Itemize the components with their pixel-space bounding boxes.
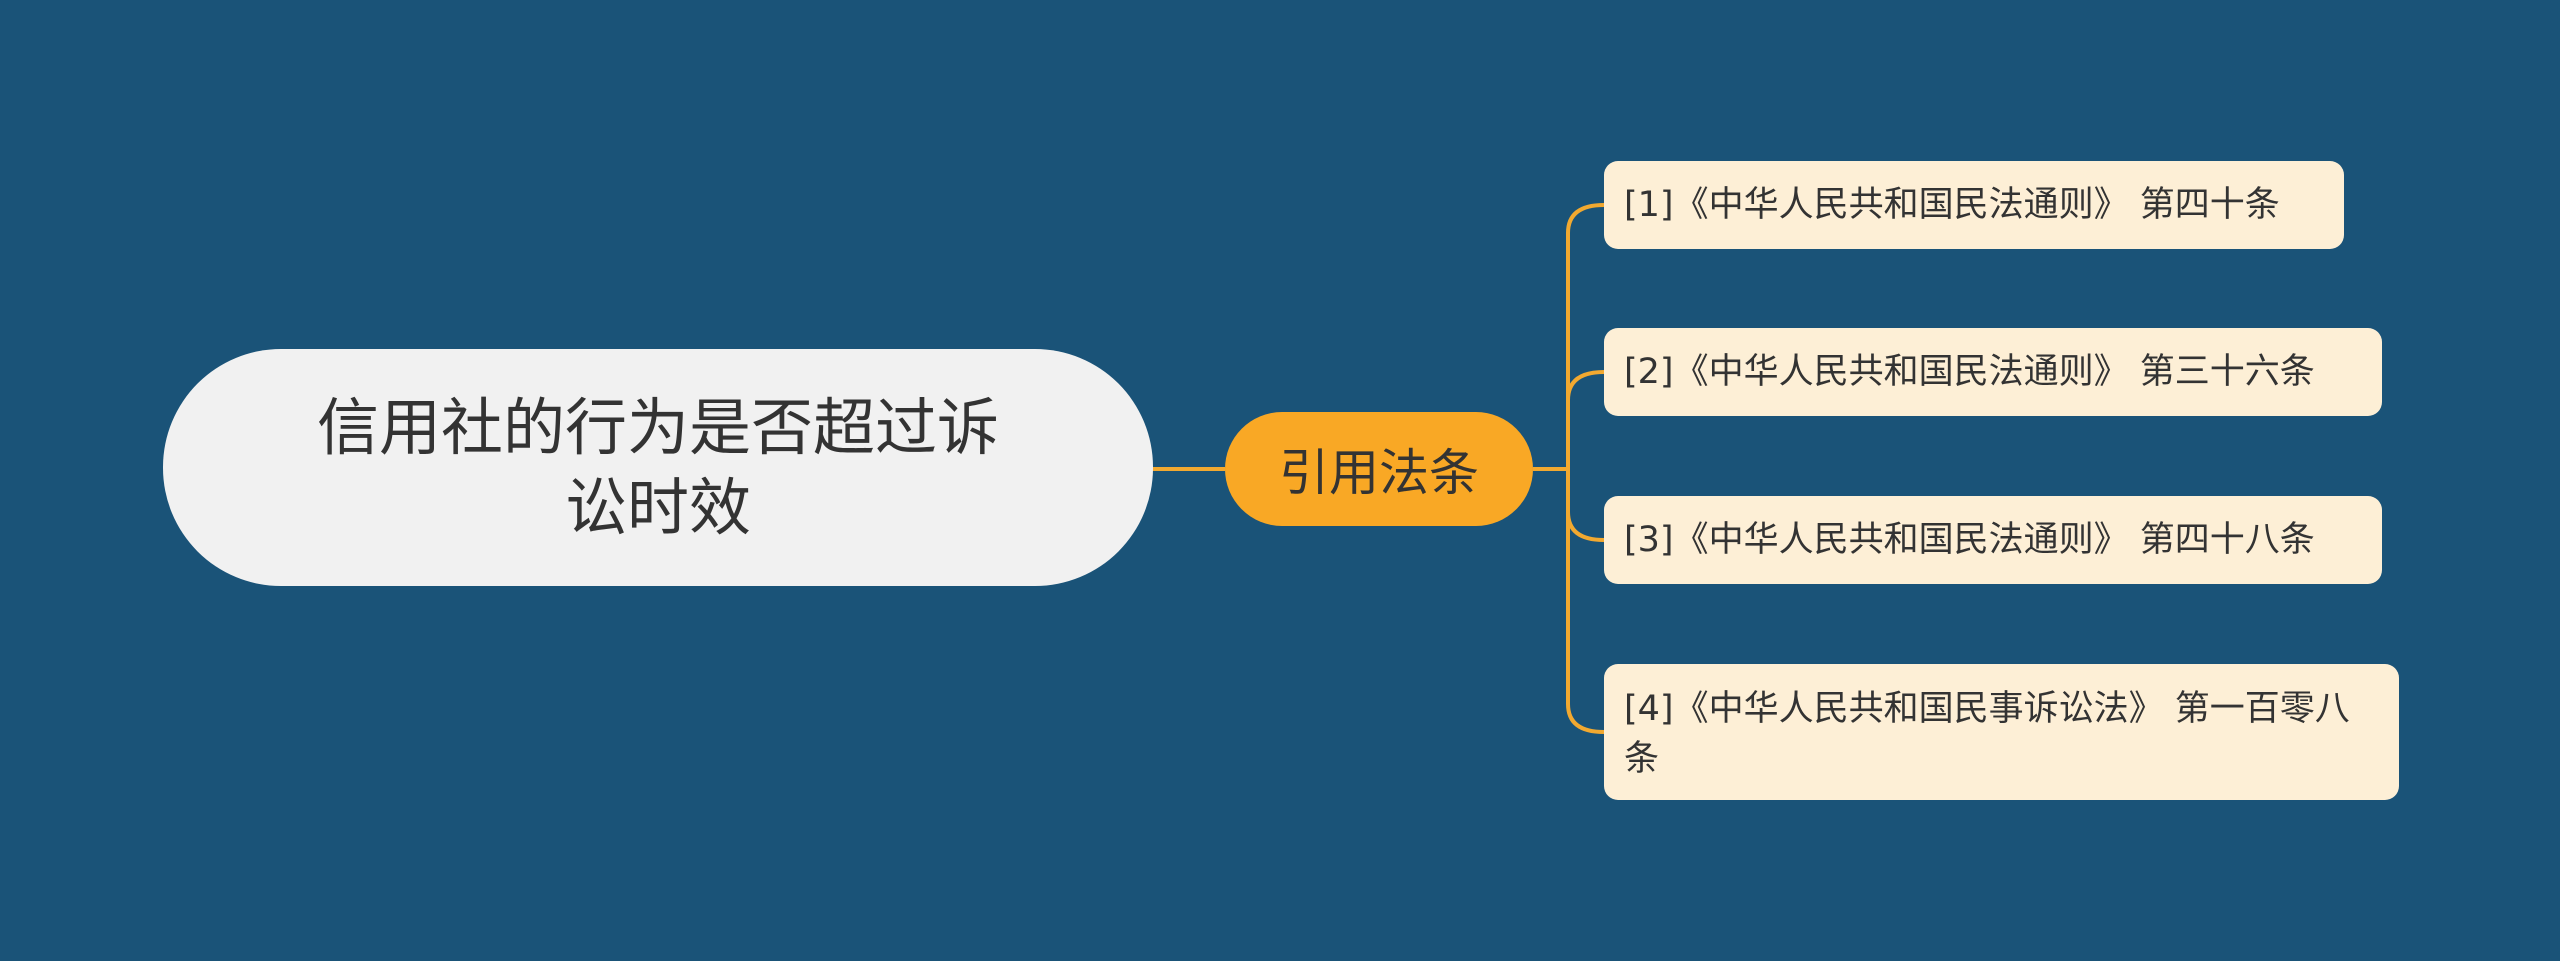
root-topic-label: 信用社的行为是否超过诉讼时效 [316,390,999,544]
leaf-topic-node[interactable]: [4]《中华人民共和国民事诉讼法》 第一百零八条 [1604,664,2399,800]
leaf-topic-label: [4]《中华人民共和国民事诉讼法》 第一百零八条 [1624,689,2350,779]
leaf-topic-node[interactable]: [3]《中华人民共和国民法通则》 第四十八条 [1604,496,2382,584]
connector-to-leaf-4 [1566,469,1605,734]
connector-to-leaf-3 [1566,469,1605,542]
root-topic-node[interactable]: 信用社的行为是否超过诉讼时效 [163,349,1153,586]
branch-topic-label: 引用法条 [1279,444,1479,502]
leaf-topic-label: [1]《中华人民共和国民法通则》 第四十条 [1624,185,2280,225]
leaf-topic-node[interactable]: [1]《中华人民共和国民法通则》 第四十条 [1604,161,2344,249]
leaf-topic-node[interactable]: [2]《中华人民共和国民法通则》 第三十六条 [1604,328,2382,416]
leaf-topic-label: [2]《中华人民共和国民法通则》 第三十六条 [1624,352,2315,392]
connector-to-leaf-2 [1566,370,1605,469]
leaf-topic-label: [3]《中华人民共和国民法通则》 第四十八条 [1624,520,2315,560]
connector-to-leaf-1 [1566,203,1605,469]
branch-topic-node[interactable]: 引用法条 [1225,412,1533,526]
